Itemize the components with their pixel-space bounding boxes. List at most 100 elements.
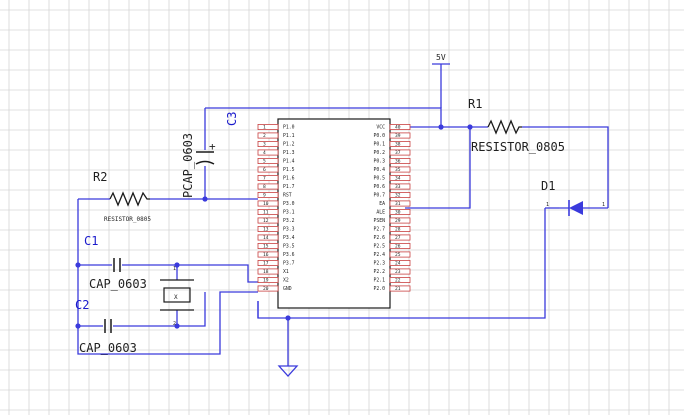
- chip-pin-name: VCC: [376, 125, 385, 131]
- chip-pin-14[interactable]: [257, 234, 279, 241]
- chip-pin-21[interactable]: [389, 285, 411, 292]
- chip-pin-26[interactable]: [389, 242, 411, 249]
- chip-pin-33[interactable]: [389, 183, 411, 190]
- chip-pin-number: 22: [395, 278, 401, 284]
- chip-pin-name: ALE: [376, 210, 385, 216]
- chip-pin-name: P0.5: [373, 176, 385, 182]
- wire-left-rail: [77, 199, 258, 355]
- diode-d1[interactable]: D1 1 1: [541, 179, 605, 216]
- chip-pin-name: P2.0: [373, 286, 385, 292]
- chip-pin-number: 11: [263, 210, 269, 216]
- chip-pin-name: P1.1: [283, 133, 295, 139]
- chip-pin-name: P0.1: [373, 142, 385, 148]
- c2-value: CAP_0603: [79, 341, 137, 355]
- chip-pin-17[interactable]: [257, 259, 279, 266]
- chip-pin-23[interactable]: [389, 268, 411, 275]
- chip-pin-29[interactable]: [389, 217, 411, 224]
- chip-pin-name: P3.1: [283, 210, 295, 216]
- chip-pin-18[interactable]: [257, 268, 279, 275]
- chip-pin-25[interactable]: [389, 251, 411, 258]
- chip-pin-2[interactable]: [257, 132, 279, 139]
- chip-pin-19[interactable]: [257, 276, 279, 283]
- junction-vcc: [438, 124, 444, 130]
- chip-pin-34[interactable]: [389, 174, 411, 181]
- crystal-pin-bottom-num: 2: [173, 321, 176, 327]
- chip-pin-31[interactable]: [389, 200, 411, 207]
- chip-pin-8[interactable]: [257, 183, 279, 190]
- capacitor-c1[interactable]: C1 CAP_0603: [84, 234, 147, 291]
- chip-pin-6[interactable]: [257, 166, 279, 173]
- chip-pin-16[interactable]: [257, 251, 279, 258]
- chip-pin-number: 17: [263, 261, 269, 267]
- chip-pin-name: P3.5: [283, 244, 295, 250]
- chip-pin-number: 27: [395, 235, 401, 241]
- chip-pin-4[interactable]: [257, 149, 279, 156]
- chip-pin-name: P1.3: [283, 150, 295, 156]
- c1-value: CAP_0603: [89, 277, 147, 291]
- chip-pin-3[interactable]: [257, 140, 279, 147]
- chip-pin-32[interactable]: [389, 191, 411, 198]
- c3-plus-sign: +: [209, 140, 216, 153]
- resistor-r2[interactable]: R2 RESISTOR_0805: [93, 170, 151, 223]
- chip-pin-27[interactable]: [389, 234, 411, 241]
- chip-pin-number: 26: [395, 244, 401, 250]
- resistor-r1[interactable]: R1 RESISTOR_0805: [468, 97, 565, 154]
- power-5v-symbol: 5V: [432, 53, 450, 65]
- chip-pin-28[interactable]: [389, 225, 411, 232]
- chip-pin-number: 30: [395, 210, 401, 216]
- chip-pin-10[interactable]: [257, 200, 279, 207]
- crystal-oscillator[interactable]: 1 2 X: [160, 266, 194, 327]
- chip-pin-name: P3.4: [283, 235, 295, 241]
- chip-pin-35[interactable]: [389, 166, 411, 173]
- chip-pin-20[interactable]: [257, 285, 279, 292]
- chip-pin-name: P1.7: [283, 184, 295, 190]
- junctions: [75, 124, 473, 329]
- chip-pin-40[interactable]: [389, 124, 411, 131]
- chip-pin-9[interactable]: [257, 191, 279, 198]
- chip-pin-39[interactable]: [389, 132, 411, 139]
- chip-pin-number: 24: [395, 261, 401, 267]
- r2-refdes: R2: [93, 170, 107, 184]
- r1-refdes: R1: [468, 97, 482, 111]
- chip-pin-name: P3.3: [283, 227, 295, 233]
- chip-pin-number: 2: [263, 133, 266, 139]
- chip-pin-name: P3.2: [283, 218, 295, 224]
- chip-pin-name: P2.5: [373, 244, 385, 250]
- chip-pin-13[interactable]: [257, 225, 279, 232]
- chip-pin-number: 35: [395, 167, 401, 173]
- chip-pin-38[interactable]: [389, 140, 411, 147]
- chip-pin-24[interactable]: [389, 259, 411, 266]
- chip-pin-15[interactable]: [257, 242, 279, 249]
- chip-pin-name: P0.3: [373, 159, 385, 165]
- chip-pin-number: 36: [395, 159, 401, 165]
- chip-pin-name: P0.2: [373, 150, 385, 156]
- chip-pin-number: 34: [395, 176, 401, 182]
- d1-pin-left-num: 1: [546, 202, 549, 208]
- chip-pin-5[interactable]: [257, 157, 279, 164]
- chip-pin-36[interactable]: [389, 157, 411, 164]
- chip-pin-name: P0.4: [373, 167, 385, 173]
- chip-pin-number: 29: [395, 218, 401, 224]
- chip-pin-name: X1: [283, 269, 289, 275]
- capacitor-c2[interactable]: C2 CAP_0603: [75, 298, 137, 355]
- chip-pin-12[interactable]: [257, 217, 279, 224]
- chip-pin-11[interactable]: [257, 208, 279, 215]
- chip-pin-number: 20: [263, 286, 269, 292]
- chip-pin-name: P0.6: [373, 184, 385, 190]
- c3-refdes: C3: [225, 112, 239, 126]
- chip-pin-30[interactable]: [389, 208, 411, 215]
- chip-pin-number: 12: [263, 218, 269, 224]
- chip-pin-name: P2.3: [373, 261, 385, 267]
- diode-d1-body: [569, 201, 583, 215]
- chip-pin-number: 8: [263, 184, 266, 190]
- chip-pin-number: 33: [395, 184, 401, 190]
- chip-pin-22[interactable]: [389, 276, 411, 283]
- chip-pin-37[interactable]: [389, 149, 411, 156]
- chip-pin-name: P3.0: [283, 201, 295, 207]
- capacitor-c3[interactable]: + C3 PCAP_0603: [181, 112, 239, 198]
- chip-pin-number: 4: [263, 150, 266, 156]
- chip-pin-7[interactable]: [257, 174, 279, 181]
- chip-pin-1[interactable]: [257, 124, 279, 131]
